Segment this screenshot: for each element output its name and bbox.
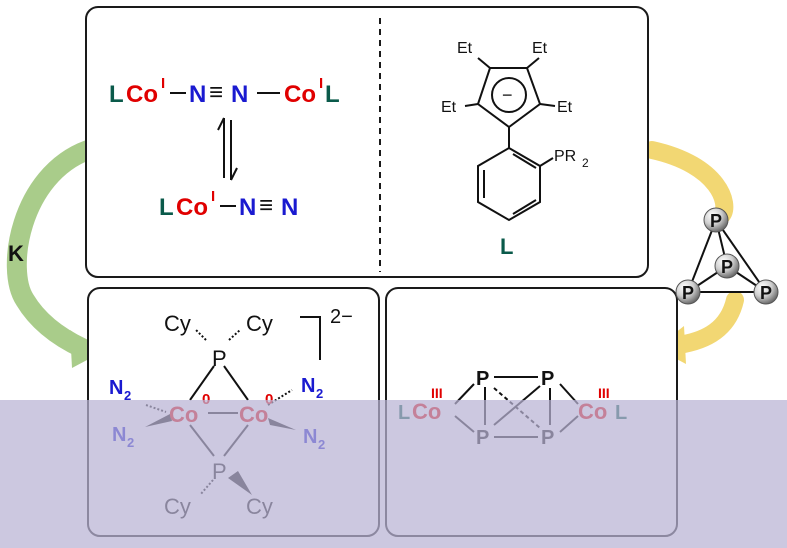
- p4-label-mid: P: [721, 257, 733, 277]
- phosphine-pr: PR: [554, 148, 576, 165]
- monomer-cobalt: Co: [176, 194, 208, 221]
- phosphine-subscript: 2: [582, 156, 589, 170]
- monomer-nitrogen-2: N: [281, 194, 298, 221]
- dimer-nitrogen-2: N: [231, 81, 248, 108]
- oxidation-left: 0: [202, 391, 210, 408]
- n2-top-left: N: [109, 377, 123, 399]
- ligand-label: L: [500, 234, 513, 259]
- p4-atom-mid: [714, 253, 740, 279]
- p-top-right: P: [541, 368, 554, 390]
- monomer-nitrogen-1: N: [239, 194, 256, 221]
- p4-atom-right: [753, 279, 779, 305]
- dimer-nitrogen-1: N: [189, 81, 206, 108]
- monomer-triple-bond: ≡: [259, 192, 273, 219]
- ethyl-mid-left: Et: [441, 99, 457, 116]
- dimer-ligand-left: L: [109, 81, 124, 108]
- cy-top-left: Cy: [164, 311, 191, 336]
- arrow-label-k: K: [8, 241, 24, 266]
- dimer-triple-bond: ≡: [209, 79, 223, 106]
- dimer-oxidation-left: I: [161, 75, 165, 92]
- p4-label-right: P: [760, 283, 772, 303]
- complex-oxidation-right: III: [598, 385, 610, 401]
- green-arrow: [6, 140, 102, 368]
- p4-atom-top: [703, 207, 729, 233]
- monomer-oxidation: I: [211, 188, 215, 205]
- cp-charge: −: [502, 85, 513, 105]
- p4-tetrahedron: P P P P: [675, 207, 779, 305]
- n2-top-right: N: [301, 375, 315, 397]
- complex-charge: 2−: [330, 306, 353, 328]
- cy-top-right: Cy: [246, 311, 273, 336]
- equilibrium-arrows-icon: [217, 117, 238, 181]
- dimer-cobalt-left: Co: [126, 81, 158, 108]
- n2-top-left-sub: 2: [124, 388, 131, 403]
- phosphorus-top: P: [212, 346, 227, 371]
- top-panel: [85, 6, 649, 278]
- p4-label-left: P: [682, 283, 694, 303]
- p4-label-top: P: [710, 211, 722, 231]
- ethyl-top-right: Et: [532, 40, 548, 57]
- monomer-ligand: L: [159, 194, 174, 221]
- complex-oxidation-left: III: [431, 385, 443, 401]
- n2-top-right-sub: 2: [316, 386, 323, 401]
- ligand-structure: [464, 57, 556, 222]
- dimer-ligand-right: L: [325, 81, 340, 108]
- p-top-left: P: [476, 368, 489, 390]
- oxidation-right: 0: [265, 391, 273, 408]
- ethyl-mid-right: Et: [557, 99, 573, 116]
- dimer-cobalt-right: Co: [284, 81, 316, 108]
- dinitrogen-dimer: L Co I N ≡ N Co I L: [109, 75, 340, 108]
- ethyl-top-left: Et: [457, 40, 473, 57]
- p4-atom-left: [675, 279, 701, 305]
- overlay-band: [0, 400, 787, 548]
- dinitrogen-monomer: L Co I N ≡ N: [159, 188, 298, 221]
- dimer-oxidation-right: I: [319, 75, 323, 92]
